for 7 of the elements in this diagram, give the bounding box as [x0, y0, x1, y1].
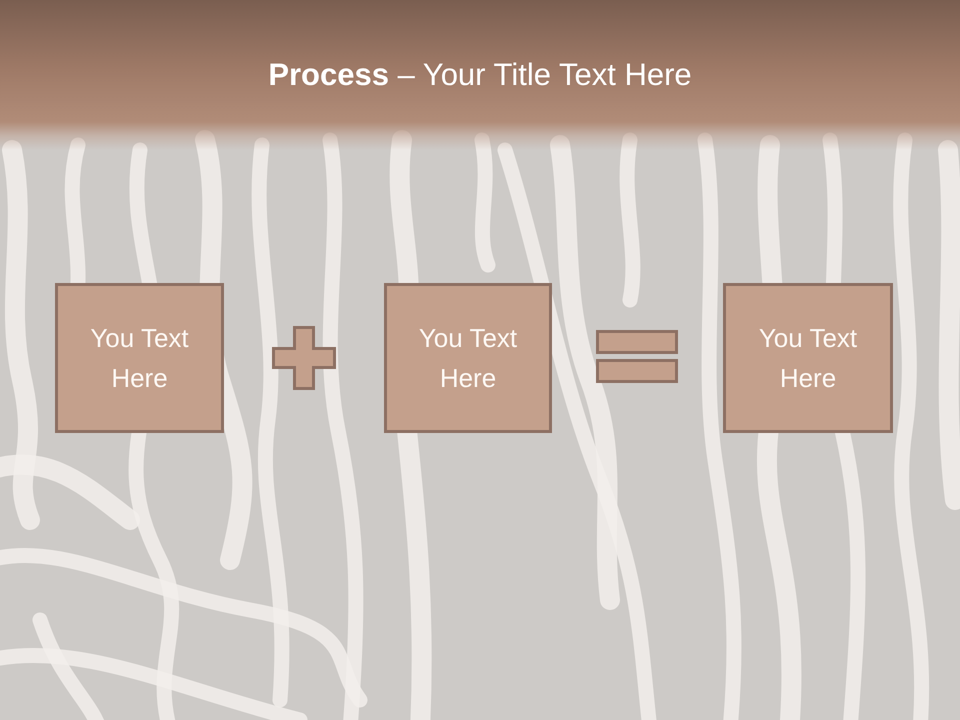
box-text: You Text Here: [89, 322, 190, 395]
box-text: You Text Here: [418, 322, 518, 395]
title-text: Process – Your Title Text Here: [268, 56, 692, 94]
process-box: [384, 283, 552, 433]
process-box: [55, 283, 224, 433]
box-text: You Text Here: [758, 322, 858, 395]
process-box: [723, 283, 893, 433]
